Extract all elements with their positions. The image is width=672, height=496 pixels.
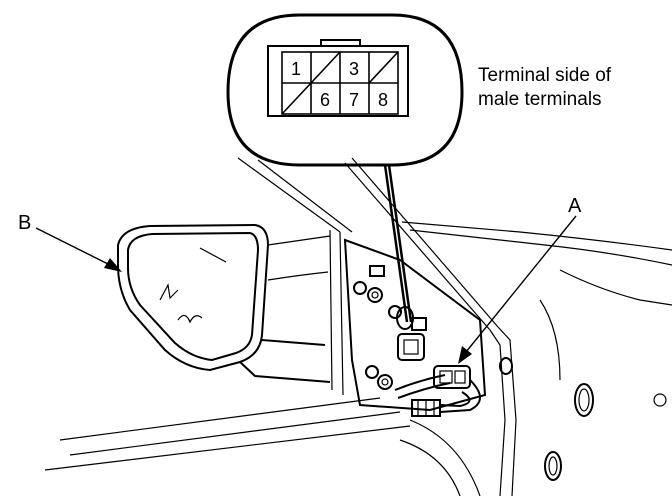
wire-harness: [394, 374, 481, 417]
connector-face: 1 3 6 7 8: [267, 39, 409, 117]
callout-a: A: [458, 195, 582, 364]
pin-label: 1: [291, 59, 301, 79]
connector-zoom-bubble: [226, 13, 464, 167]
empty-cavity-mark: [368, 51, 399, 84]
empty-cavity-mark: [281, 82, 312, 115]
connector-caption: Terminal side of male terminals: [478, 65, 612, 110]
callout-b: B: [18, 212, 122, 272]
zoom-pointer-line: [383, 164, 413, 323]
caption-line-2: male terminals: [478, 89, 602, 110]
callout-a-label: A: [568, 195, 582, 217]
caption-line-1: Terminal side of: [478, 65, 612, 86]
body-holes: [499, 357, 667, 481]
pin-label: 6: [320, 90, 330, 110]
mirror-connector: [396, 306, 425, 361]
callout-b-label: B: [18, 212, 31, 234]
empty-cavity-mark: [310, 51, 341, 84]
pin-label: 8: [378, 90, 388, 110]
side-mirror: [117, 223, 331, 383]
connector-a: [433, 365, 471, 389]
mirror-mount-bolts: [353, 265, 427, 390]
door-frame: [44, 157, 672, 496]
pin-label: 3: [349, 59, 359, 79]
pin-label: 7: [349, 90, 359, 110]
